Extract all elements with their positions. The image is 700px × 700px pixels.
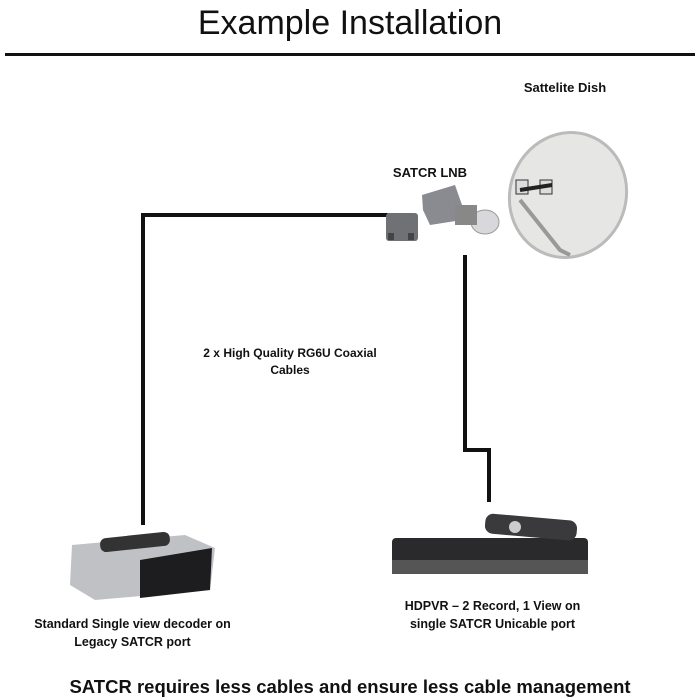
cables-label: 2 x High Quality RG6U Coaxial Cables — [203, 346, 377, 377]
cable-left — [141, 213, 388, 525]
dish-label: Sattelite Dish — [523, 80, 607, 95]
lnb-label: SATCR LNB — [392, 165, 468, 180]
legacy-decoder-label: Standard Single view decoder on Legacy S… — [34, 617, 231, 649]
title-divider — [5, 53, 695, 56]
satellite-dish-image — [507, 131, 629, 259]
cable-right — [463, 255, 491, 502]
page-title: Example Installation — [197, 4, 503, 42]
hdpvr-decoder-image — [392, 513, 588, 574]
legacy-decoder-image — [70, 531, 215, 600]
footer-note: SATCR requires less cables and ensure le… — [69, 676, 631, 697]
lnb-image — [386, 185, 500, 241]
hdpvr-decoder-label: HDPVR – 2 Record, 1 View on single SATCR… — [404, 599, 581, 631]
